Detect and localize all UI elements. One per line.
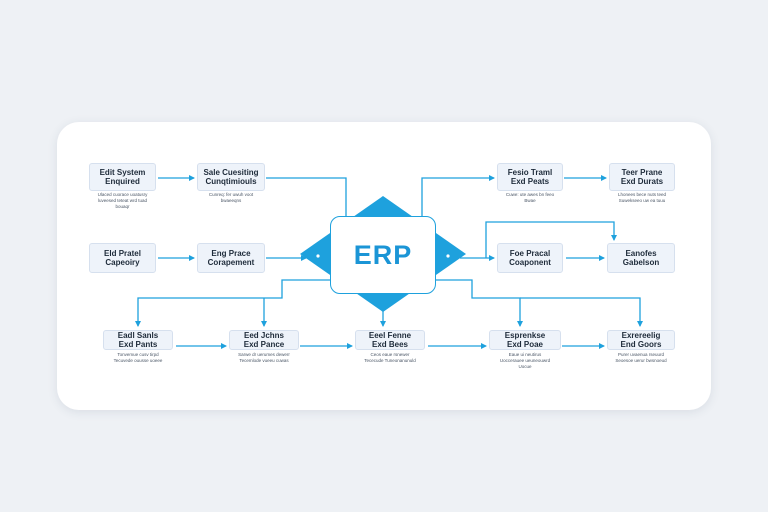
node-line1: Eeel Fenne [368,331,412,340]
node-line1: Fesio Traml [507,168,553,177]
node-caption: Eaue ui neutirus Uoccerauee ueuneouwrd U… [499,352,551,369]
node-line1: Esprenkse [504,331,546,340]
node-eed-jchns: Eed Jchns Exd Pance [229,330,299,350]
node-edit-system: Edit System Enquired [89,163,156,191]
node-caption: Cuwe: ute awes bn feeo Bwae [505,192,555,203]
node-exrereelig: Exrereelig End Goors [607,330,675,350]
node-line2: Corapement [207,258,255,267]
node-teer-prane: Teer Prane Exd Durats [609,163,675,191]
node-line1: Eng Prace [211,249,251,258]
node-line1: Eed Jchns [243,331,284,340]
node-line1: Eld Pratel [104,249,141,258]
node-eeel-fenne: Eeel Fenne Exd Bees [355,330,425,350]
node-caption: Cunreq: fer uwuh voot bwaeeqns [208,192,254,203]
node-line1: Exrereelig [621,331,661,340]
node-line2: Coaponent [509,258,551,267]
node-line2: Exd Durats [620,177,664,186]
node-line1: Teer Prane [621,168,663,177]
node-line2: Exd Pance [243,340,285,349]
node-caption: Lhonees bece nuts teed Suwekseeo uw ea t… [617,192,667,203]
node-line2: Capeoiry [105,258,140,267]
node-fesio-traml: Fesio Traml Exd Peats [497,163,563,191]
node-caption: Ulaced cuorace uoatusry luveesed teteat … [97,192,148,209]
node-caption: Ceos eaue rsnewer Tececude Tuneonanunuld [364,352,416,363]
erp-center-node: ERP [330,216,436,294]
node-line1: Foe Pracal [509,249,551,258]
node-line2: Exd Bees [371,340,409,349]
node-eld-pratel: Eld Pratel Capeoiry [89,243,156,273]
node-line2: End Goors [620,340,662,349]
node-esprenkse: Esprenkse Exd Poae [489,330,561,350]
node-caption: Tonvemue cusv tirpd Tecuvede ouusse uoee… [113,352,163,363]
node-line1: Eanofes [625,249,657,258]
node-caption: Sarwe dr uerumes dewerr Tecemlode vueeu … [238,352,290,363]
node-line2: Exd Peats [510,177,550,186]
node-line2: Gabelson [622,258,660,267]
node-line2: Cunqtimiouls [205,177,257,186]
node-line2: Exd Pants [118,340,158,349]
node-eanofes: Eanofes Gabelson [607,243,675,273]
node-eadl-sanls: Eadl Sanls Exd Pants [103,330,173,350]
erp-label: ERP [353,239,413,270]
node-line1: Edit System [99,168,146,177]
node-eng-prace: Eng Prace Corapement [197,243,265,273]
node-line1: Eadl Sanls [117,331,159,340]
node-line2: Exd Poae [506,340,543,349]
node-foe-pracal: Foe Pracal Coaponent [497,243,563,273]
node-caption: Purer uvaenua rseuurd Seoesoe uerur bwsn… [615,352,667,363]
node-sale-cuesiting: Sale Cuesiting Cunqtimiouls [197,163,265,191]
node-line2: Enquired [105,177,140,186]
node-line1: Sale Cuesiting [203,168,259,177]
